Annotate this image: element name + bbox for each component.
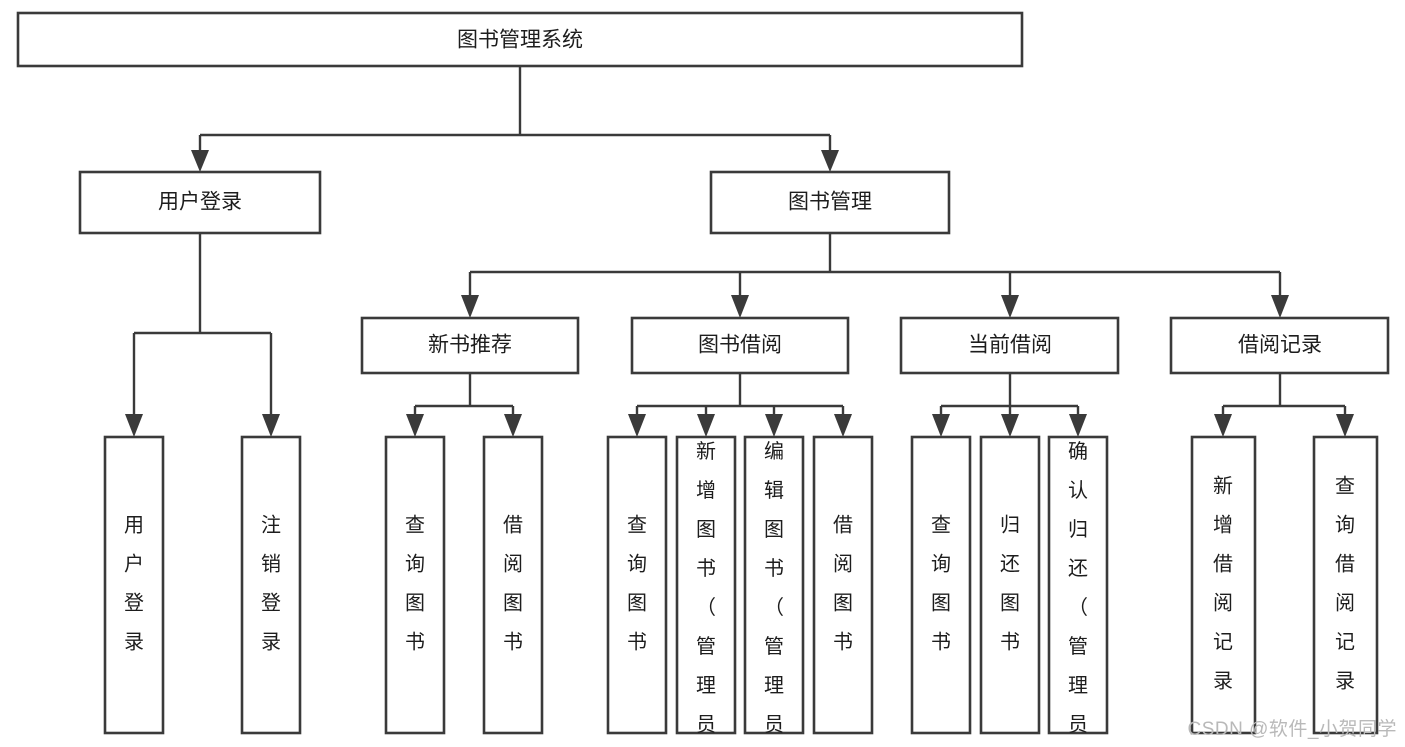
node-leaf-query-book-1-box[interactable]: [384, 435, 446, 735]
node-leaf-user-login-label: 用户登录: [124, 515, 144, 654]
node-leaf-query-book-2-box[interactable]: [606, 435, 668, 735]
node-leaf-add-book-label: 新增图书（管理员）: [696, 440, 716, 747]
node-book-borrow[interactable]: 图书借阅: [630, 316, 850, 375]
node-leaf-confirm-return-box[interactable]: [1047, 435, 1109, 735]
node-user-login-label: 用户登录: [158, 191, 242, 214]
node-leaf-confirm-return-label: 确认归还（管理员）: [1068, 440, 1088, 747]
node-new-book-recommend-box[interactable]: [360, 316, 580, 375]
node-leaf-query-book-3-box[interactable]: [910, 435, 972, 735]
node-leaf-query-book-1-label: 查询图书: [405, 514, 425, 654]
node-leaf-return-book[interactable]: 归还图书: [979, 435, 1041, 735]
node-leaf-edit-book-box[interactable]: [743, 435, 805, 735]
arrowhead-leaf-user-login: [125, 414, 143, 437]
node-book-manage[interactable]: 图书管理: [709, 170, 951, 235]
node-leaf-borrow-book-2[interactable]: 借阅图书: [812, 435, 874, 735]
arrowhead-book-borrow: [731, 295, 749, 318]
node-leaf-user-login-box[interactable]: [103, 435, 165, 735]
node-leaf-query-record-box[interactable]: [1312, 435, 1379, 735]
node-book-borrow-label: 图书借阅: [698, 334, 782, 357]
node-book-manage-box[interactable]: [709, 170, 951, 235]
node-root-label: 图书管理系统: [457, 29, 583, 52]
arrowhead-leaf-borrow-book-1: [504, 414, 522, 437]
node-leaf-user-login[interactable]: 用户登录: [103, 435, 165, 735]
node-leaf-add-book[interactable]: 新增图书（管理员）: [675, 435, 737, 747]
node-leaf-borrow-book-1-label: 借阅图书: [503, 514, 523, 654]
node-current-borrow[interactable]: 当前借阅: [899, 316, 1120, 375]
node-leaf-query-book-1[interactable]: 查询图书: [384, 435, 446, 735]
node-leaf-user-logout[interactable]: 注销登录: [240, 435, 302, 735]
arrowhead-new-book-recommend: [461, 295, 479, 318]
node-borrow-record-box[interactable]: [1169, 316, 1390, 375]
arrowhead-leaf-query-record: [1336, 414, 1354, 437]
arrowhead-book-manage: [821, 150, 839, 172]
node-leaf-return-book-label: 归还图书: [1000, 514, 1020, 654]
node-leaf-user-logout-label: 注销登录: [261, 514, 281, 654]
node-leaf-query-book-3-label: 查询图书: [931, 514, 951, 654]
node-leaf-confirm-return[interactable]: 确认归还（管理员）: [1047, 435, 1109, 747]
node-root-box[interactable]: [16, 11, 1024, 68]
node-current-borrow-label: 当前借阅: [968, 334, 1052, 357]
node-leaf-borrow-book-1-box[interactable]: [482, 435, 544, 735]
node-book-borrow-box[interactable]: [630, 316, 850, 375]
arrowhead-user-login: [191, 150, 209, 172]
node-leaf-edit-book[interactable]: 编辑图书（管理员）: [743, 435, 805, 747]
arrowhead-leaf-user-logout: [262, 414, 280, 437]
node-leaf-query-book-2[interactable]: 查询图书: [606, 435, 668, 735]
node-leaf-user-logout-box[interactable]: [240, 435, 302, 735]
arrowhead-leaf-query-book-2: [628, 414, 646, 437]
node-borrow-record[interactable]: 借阅记录: [1169, 316, 1390, 375]
arrowhead-leaf-borrow-book-2: [834, 414, 852, 437]
node-book-manage-label: 图书管理: [788, 191, 872, 214]
arrowhead-leaf-add-book: [697, 414, 715, 437]
node-leaf-query-book-2-label: 查询图书: [627, 514, 647, 654]
node-leaf-edit-book-label: 编辑图书（管理员）: [764, 440, 784, 747]
arrowhead-leaf-return-book: [1001, 414, 1019, 437]
arrowhead-leaf-query-book-1: [406, 414, 424, 437]
arrowhead-leaf-confirm-return: [1069, 414, 1087, 437]
node-user-login[interactable]: 用户登录: [78, 170, 322, 235]
node-leaf-borrow-book-2-box[interactable]: [812, 435, 874, 735]
node-leaf-add-record[interactable]: 新增借阅记录: [1190, 435, 1257, 735]
node-leaf-add-record-label: 新增借阅记录: [1213, 475, 1233, 693]
node-leaf-query-record-label: 查询借阅记录: [1335, 475, 1355, 693]
node-leaf-query-book-3[interactable]: 查询图书: [910, 435, 972, 735]
arrowhead-leaf-add-record: [1214, 414, 1232, 437]
node-leaf-query-record[interactable]: 查询借阅记录: [1312, 435, 1379, 735]
node-new-book-recommend[interactable]: 新书推荐: [360, 316, 580, 375]
node-root[interactable]: 图书管理系统: [16, 11, 1024, 68]
node-leaf-borrow-book-1[interactable]: 借阅图书: [482, 435, 544, 735]
node-leaf-add-record-box[interactable]: [1190, 435, 1257, 735]
arrowhead-leaf-query-book-3: [932, 414, 950, 437]
node-new-book-recommend-label: 新书推荐: [428, 334, 512, 357]
node-borrow-record-label: 借阅记录: [1238, 334, 1322, 357]
arrowhead-current-borrow: [1001, 295, 1019, 318]
node-leaf-add-book-box[interactable]: [675, 435, 737, 735]
connector-layer: [125, 66, 1354, 437]
node-leaf-return-book-box[interactable]: [979, 435, 1041, 735]
node-user-login-box[interactable]: [78, 170, 322, 235]
node-current-borrow-box[interactable]: [899, 316, 1120, 375]
arrowhead-leaf-edit-book: [765, 414, 783, 437]
arrowhead-borrow-record: [1271, 295, 1289, 318]
node-leaf-borrow-book-2-label: 借阅图书: [833, 514, 853, 654]
